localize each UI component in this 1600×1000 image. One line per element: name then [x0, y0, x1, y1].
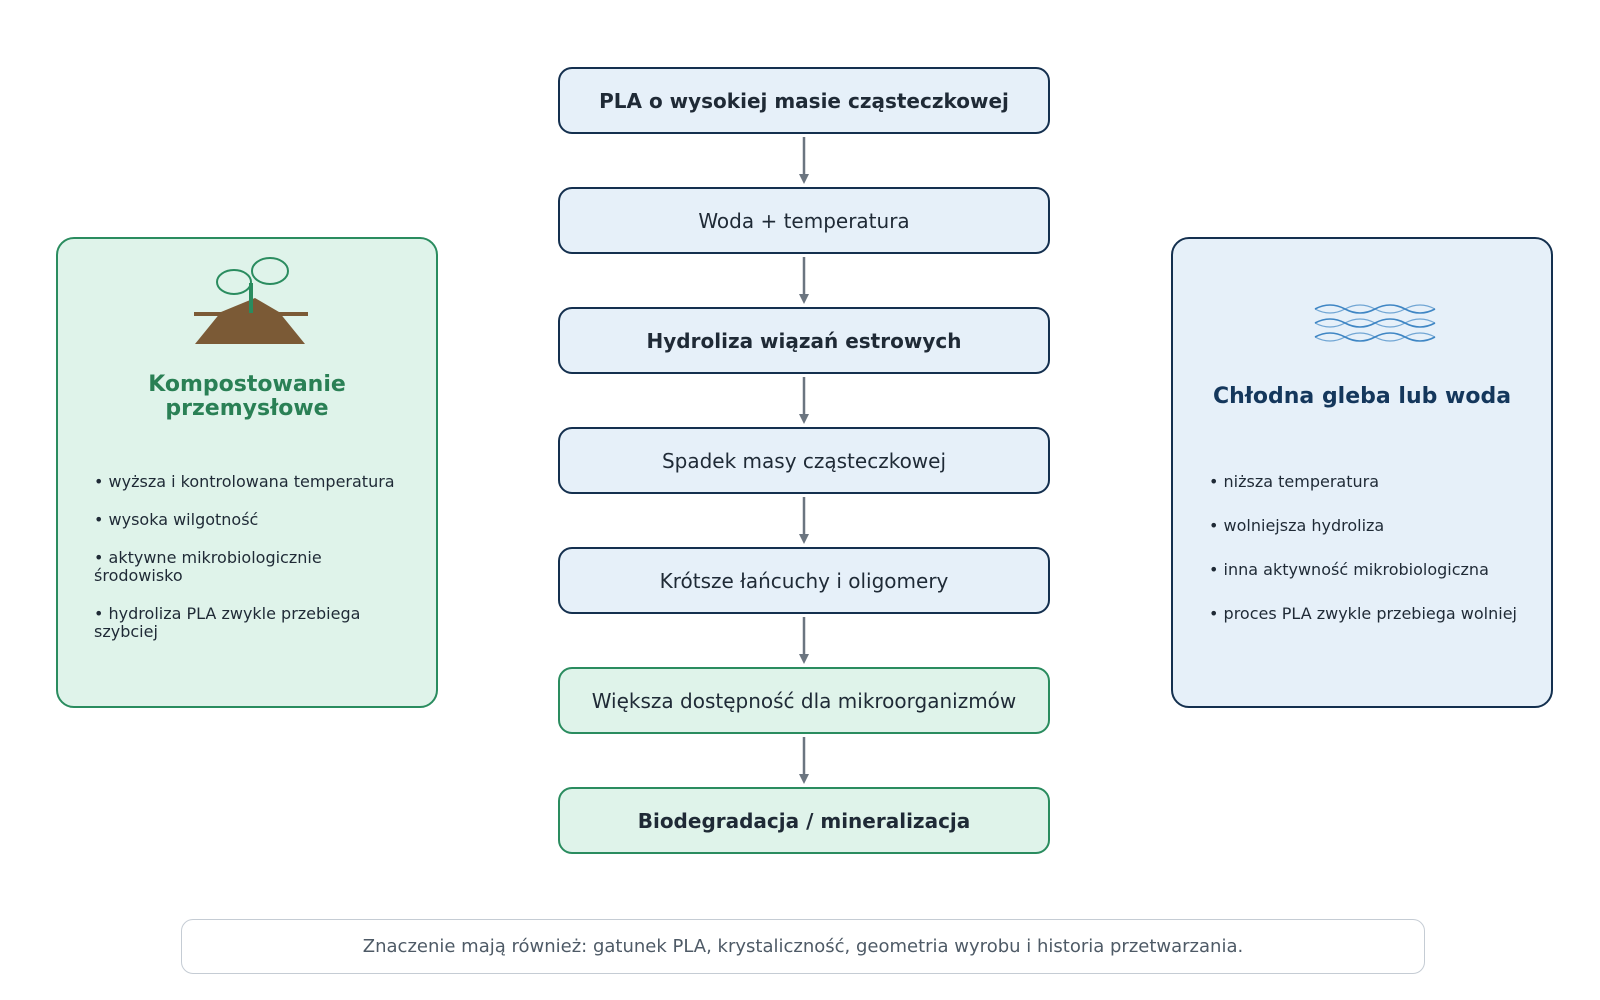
panel-title-cool-soil: Chłodna gleba lub woda — [1212, 384, 1512, 409]
composting-bullet: wysoka wilgotność — [94, 511, 406, 529]
cool-soil-bullet: proces PLA zwykle przebiega wolniej — [1209, 605, 1521, 623]
footer-note: Znaczenie mają również: gatunek PLA, kry… — [181, 919, 1425, 974]
flow-step-pla: PLA o wysokiej masie cząsteczkowej — [558, 67, 1050, 134]
flow-arrow-2 — [799, 257, 809, 304]
compost-pile-sprout-icon — [194, 257, 308, 344]
panel-cool-soil-water: Chłodna gleba lub woda niższa temperatur… — [1171, 237, 1553, 708]
cool-soil-bullet: wolniejsza hydroliza — [1209, 517, 1521, 535]
flow-step-water-temperature: Woda + temperatura — [558, 187, 1050, 254]
cool-soil-bullet: inna aktywność mikrobiologiczna — [1209, 561, 1521, 579]
flow-arrow-3 — [799, 377, 809, 424]
flow-step-oligomers: Krótsze łańcuchy i oligomery — [558, 547, 1050, 614]
flow-arrow-6 — [799, 737, 809, 784]
flow-step-hydrolysis: Hydroliza wiązań estrowych — [558, 307, 1050, 374]
flow-arrow-4 — [799, 497, 809, 544]
composting-bullet: hydroliza PLA zwykle przebiega szybciej — [94, 605, 406, 641]
flow-step-biodegradation: Biodegradacja / mineralizacja — [558, 787, 1050, 854]
flow-step-mass-drop: Spadek masy cząsteczkowej — [558, 427, 1050, 494]
panel-title-composting-line2: przemysłowe — [165, 396, 329, 421]
flow-step-microorganisms: Większa dostępność dla mikroorganizmów — [558, 667, 1050, 734]
composting-bullet: wyższa i kontrolowana temperatura — [94, 473, 406, 491]
panel-title-composting-line1: Kompostowanie — [148, 372, 346, 397]
panel-industrial-composting: Kompostowanie przemysłowe wyższa i kontr… — [56, 237, 438, 708]
water-waves-icon — [1314, 304, 1436, 342]
flow-arrow-5 — [799, 617, 809, 664]
cool-soil-bullet-list: niższa temperatura wolniejsza hydroliza … — [1209, 473, 1521, 649]
composting-bullet: aktywne mikrobiologicznie środowisko — [94, 549, 406, 585]
composting-bullet-list: wyższa i kontrolowana temperatura wysoka… — [94, 473, 406, 661]
panel-title-composting: Kompostowanie przemysłowe — [58, 373, 436, 421]
cool-soil-bullet: niższa temperatura — [1209, 473, 1521, 491]
flow-arrow-1 — [799, 137, 809, 184]
